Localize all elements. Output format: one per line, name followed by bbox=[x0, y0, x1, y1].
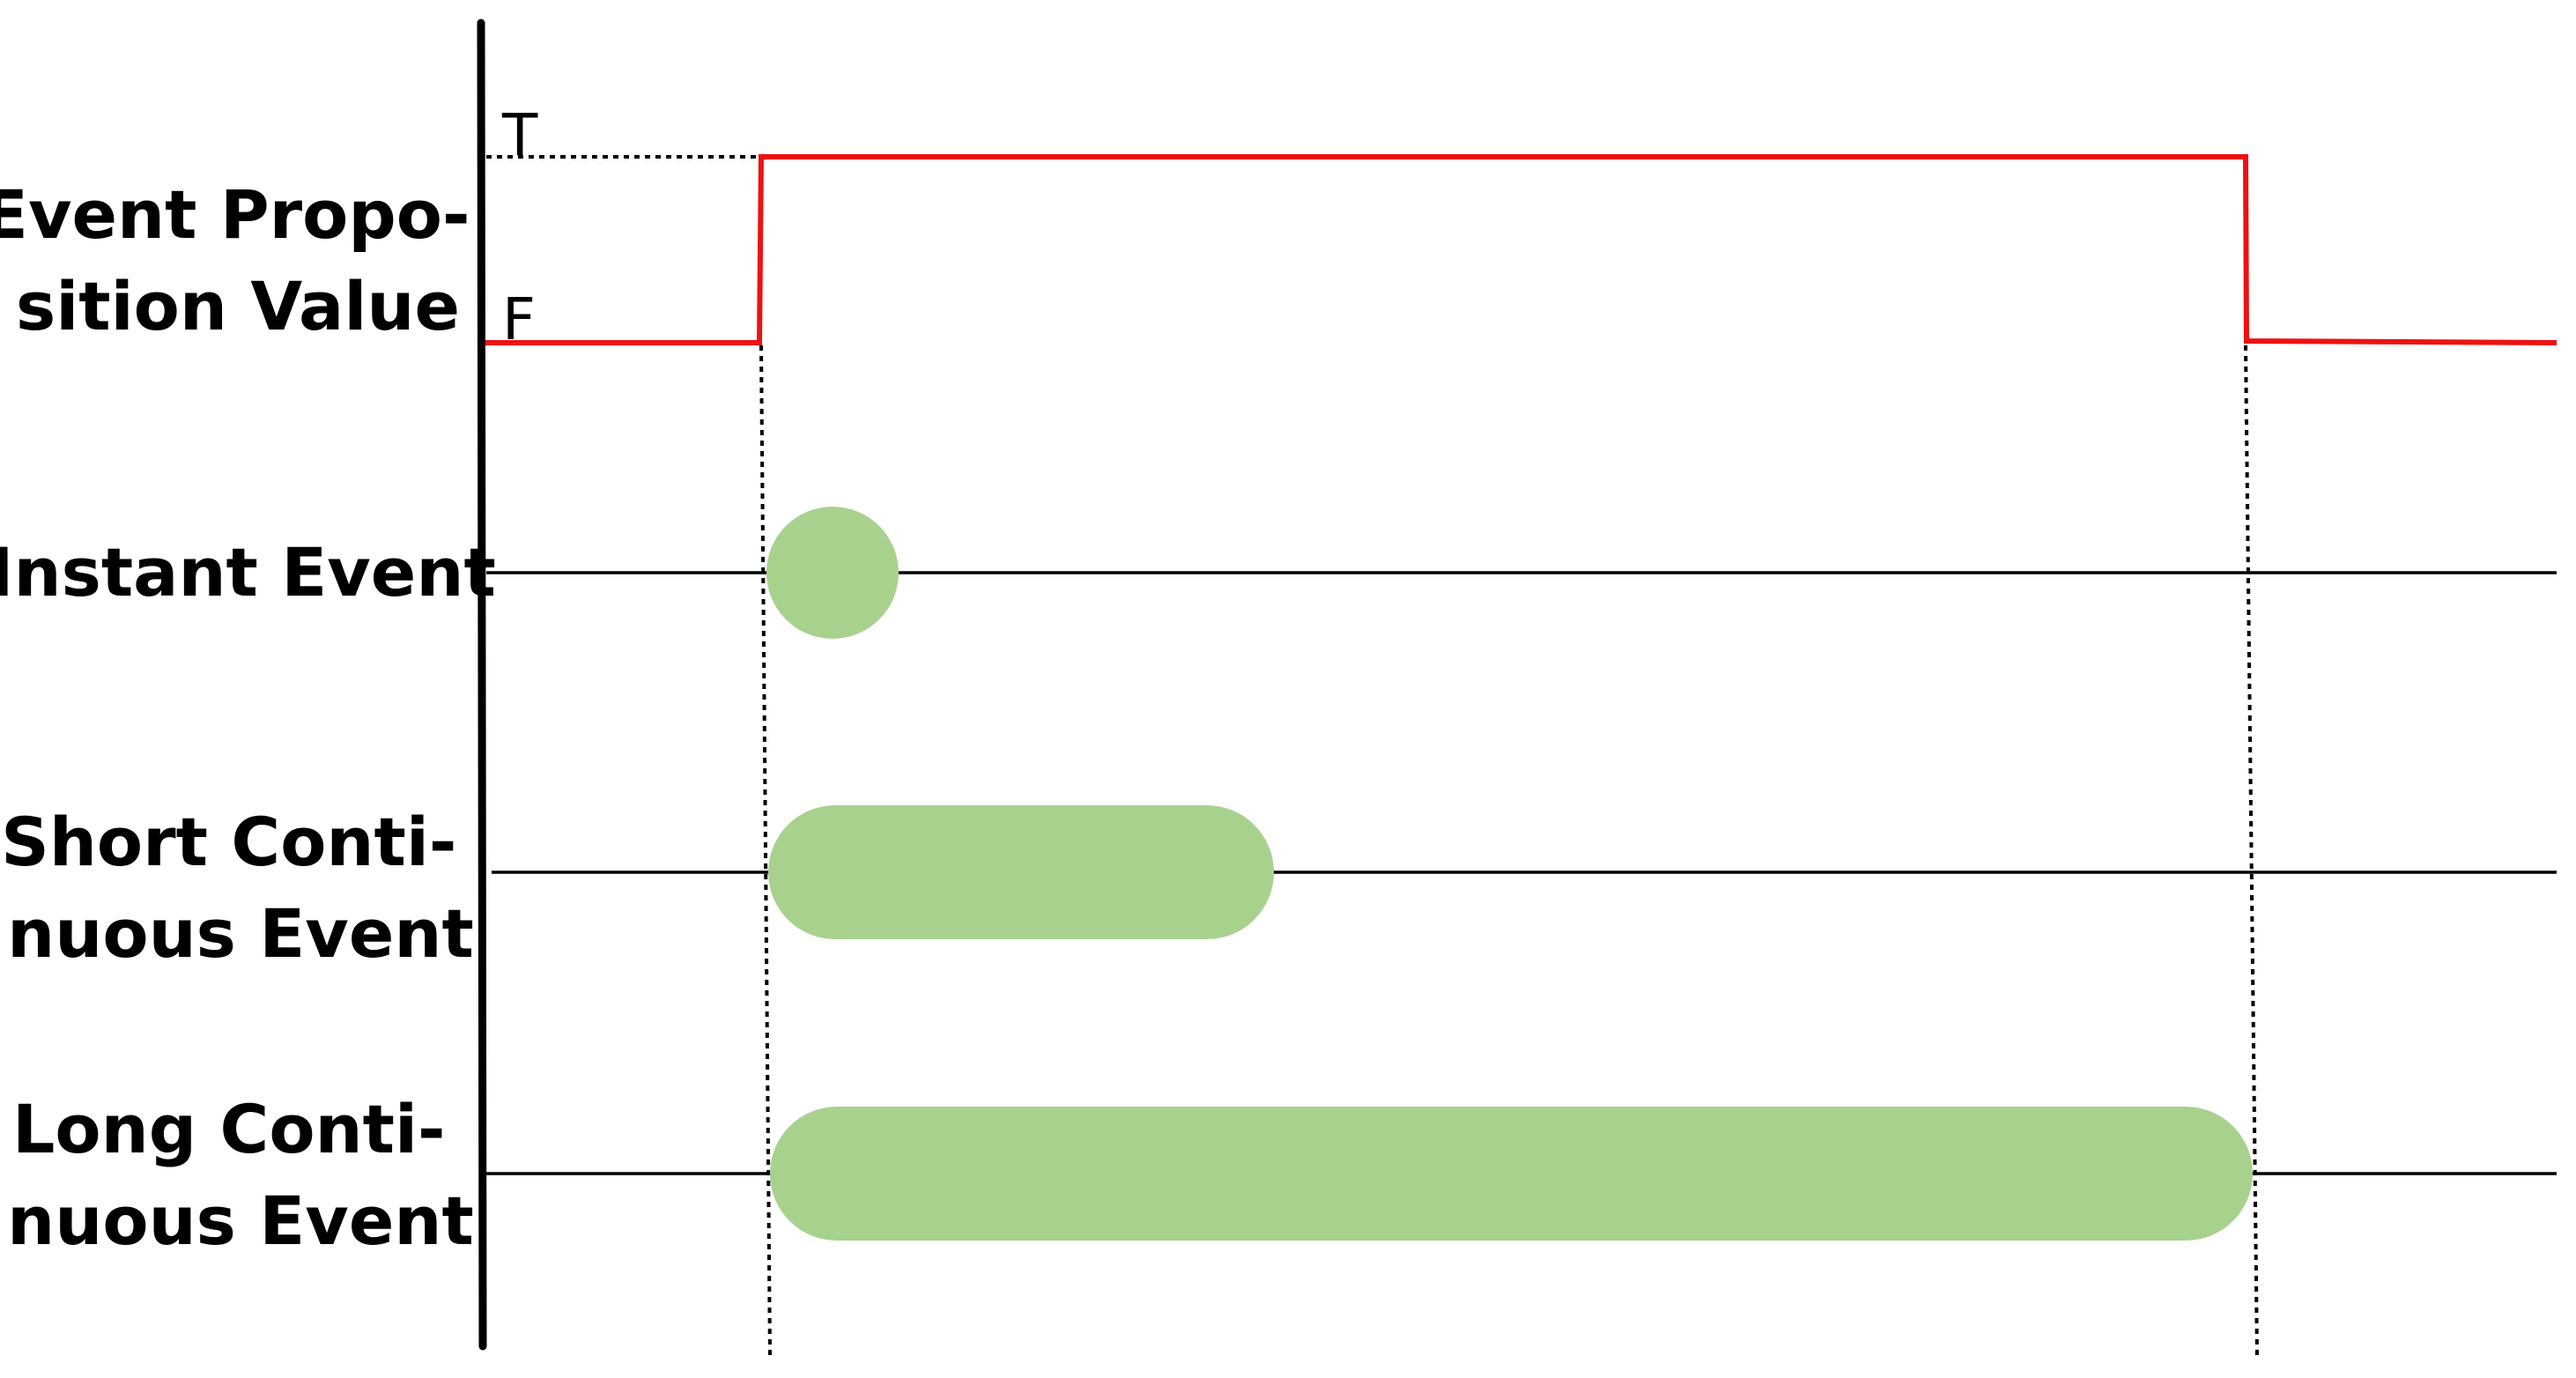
long-continuous-event-label: Long Conti- nuous Event bbox=[7, 1090, 474, 1260]
long-label-line-2: nuous Event bbox=[7, 1182, 474, 1260]
proposition-label-line-1: Event Propo- bbox=[0, 175, 470, 254]
instant-event-marker bbox=[766, 507, 899, 639]
short-label-line-2: nuous Event bbox=[7, 894, 474, 973]
short-label-line-1: Short Conti- bbox=[1, 803, 456, 881]
short-continuous-event-bar bbox=[768, 805, 1274, 939]
long-label-line-1: Long Conti- bbox=[12, 1090, 446, 1168]
proposition-label-line-2: sition Value bbox=[16, 267, 460, 345]
short-continuous-event-label: Short Conti- nuous Event bbox=[1, 803, 480, 973]
time-axis bbox=[477, 19, 487, 1351]
long-continuous-event-bar bbox=[770, 1107, 2253, 1241]
proposition-row-label: Event Propo- sition Value bbox=[0, 175, 493, 345]
instant-event-label: Instant Event bbox=[0, 533, 496, 611]
instant-label-line-1: Instant Event bbox=[0, 533, 496, 611]
rising-edge-marker bbox=[759, 344, 772, 1358]
true-level-label: T bbox=[501, 101, 538, 169]
falling-edge-marker bbox=[2244, 344, 2259, 1358]
proposition-value-signal bbox=[485, 154, 2557, 345]
